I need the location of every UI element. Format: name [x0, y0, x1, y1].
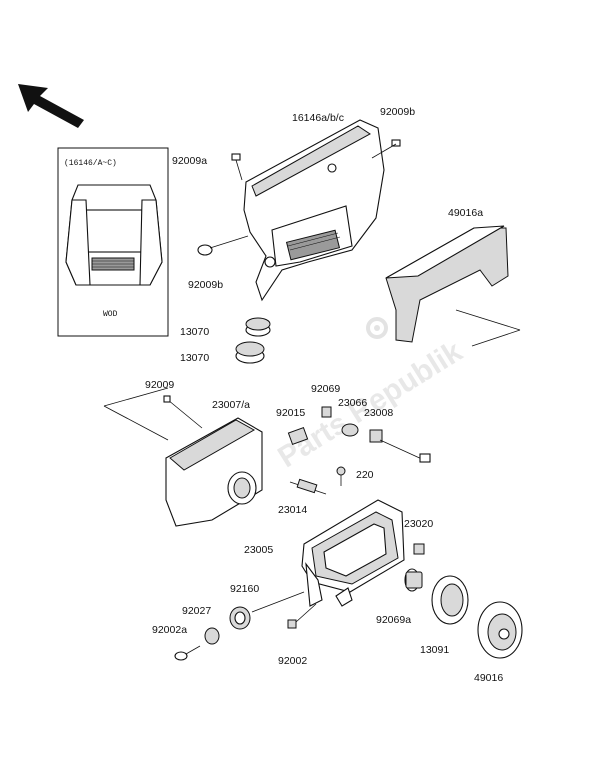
label-92009b-left: 92009b: [188, 279, 223, 291]
label-49016a: 49016a: [448, 207, 483, 219]
upper-cowl-16146: [243, 119, 385, 302]
label-92002: 92002: [278, 655, 307, 667]
cover-49016: [477, 601, 523, 659]
grommet-92160: [229, 591, 305, 630]
label-16146abc: 16146a/b/c: [292, 112, 344, 124]
screw-92009: [163, 395, 203, 429]
nut-92069: [321, 406, 332, 418]
label-23020: 23020: [404, 518, 433, 530]
bolt-92009a: [231, 153, 243, 181]
housing-23005: [301, 499, 405, 607]
label-92160: 92160: [230, 583, 259, 595]
label-92009: 92009: [145, 379, 174, 391]
front-direction-arrow-icon: [18, 84, 84, 128]
label-92009a: 92009a: [172, 155, 207, 167]
bolt-92009b-top: [371, 139, 401, 159]
socket-23008: [369, 429, 431, 463]
screw-92002a: [174, 645, 201, 661]
label-13070-lower: 13070: [180, 352, 209, 364]
screw-92002: [287, 603, 317, 629]
label-23014: 23014: [278, 504, 307, 516]
label-23005: 23005: [244, 544, 273, 556]
inset-footer: WOD: [103, 310, 118, 319]
cap-23066: [341, 423, 359, 437]
grommet-13070-lower: [235, 341, 265, 364]
inset-cowl-drawing: [65, 184, 163, 286]
watermark-text: Parts Republik: [272, 335, 468, 474]
headlight-unit-23007: [103, 387, 263, 527]
bulb-92069a: [404, 568, 423, 592]
label-13070-upper: 13070: [180, 326, 209, 338]
nut-23020: [413, 543, 425, 555]
bolt-92009b-left: [197, 235, 249, 256]
bulb-220: [336, 466, 346, 486]
label-92069a: 92069a: [376, 614, 411, 626]
label-92009b-top: 92009b: [380, 106, 415, 118]
label-92002a: 92002a: [152, 624, 187, 636]
clip-92015: [287, 426, 309, 446]
grommet-13070-upper: [245, 317, 271, 337]
label-92015: 92015: [276, 407, 305, 419]
label-220: 220: [356, 469, 374, 481]
label-92027: 92027: [182, 605, 211, 617]
label-92069: 92069: [311, 383, 340, 395]
collar-92027: [204, 627, 220, 645]
part-labels: 16146a/b/c 92009b 92009a 92009b 49016a 1…: [145, 106, 503, 684]
watermark-gear-icon: [366, 317, 388, 339]
inset-panel: (16146/A~C) WOD: [57, 147, 169, 337]
inset-caption: (16146/A~C): [64, 159, 117, 168]
label-23007a: 23007/a: [212, 399, 250, 411]
lamp-socket-13091: [431, 575, 469, 625]
adjuster-screw-23014: [289, 478, 327, 495]
label-13091: 13091: [420, 644, 449, 656]
label-23008: 23008: [364, 407, 393, 419]
inner-cover-49016a: [385, 225, 521, 347]
label-23066: 23066: [338, 397, 367, 409]
label-49016: 49016: [474, 672, 503, 684]
